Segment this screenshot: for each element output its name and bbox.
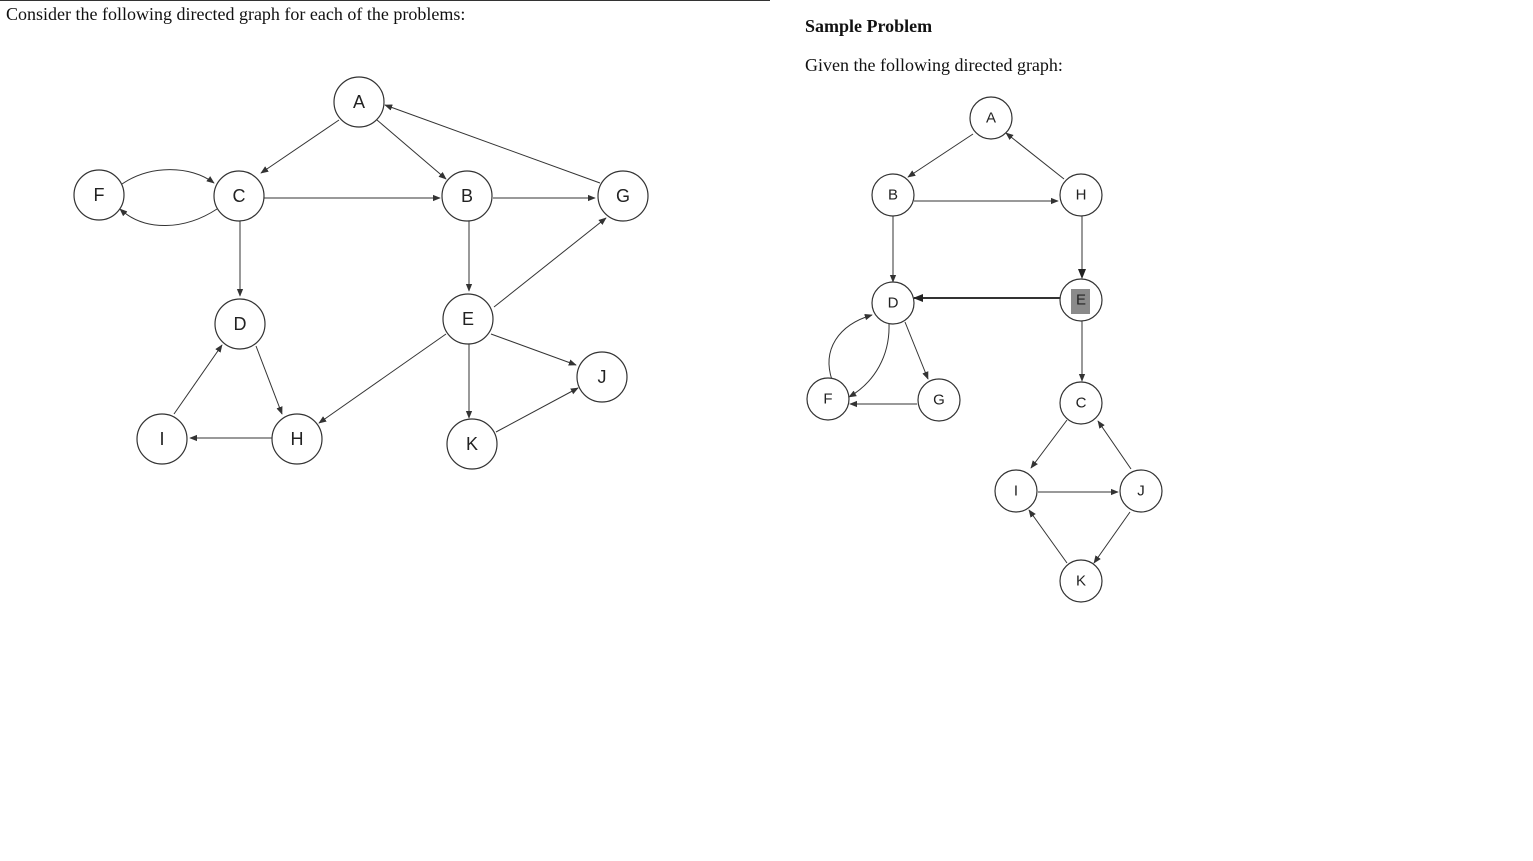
edge-j-c [1097,420,1132,470]
intro-text: Consider the following directed graph fo… [6,4,466,24]
highlight-box [1071,289,1090,314]
edge-d-g [904,321,929,380]
top-rule [0,0,770,1]
node-h-label: H [291,429,304,449]
sample-problem-intro: Given the following directed graph: [805,55,1063,75]
edge-k-j [495,387,579,433]
sample-node-e-label: E [1076,292,1086,309]
sample-node-h: H [1059,173,1103,217]
right-graph: A B H D E F G C [806,96,1163,603]
node-e: E [442,293,494,345]
right-graph-edges [828,132,1132,564]
node-i-label: I [159,429,164,449]
node-a: A [333,76,385,128]
node-j: J [576,351,628,403]
sample-node-b: B [871,173,915,217]
node-j-label: J [598,367,607,387]
sample-node-c-label: C [1076,395,1087,412]
edge-k-i [1028,509,1068,564]
node-c-label: C [233,186,246,206]
edge-e-j [490,333,577,366]
node-b: B [441,170,493,222]
edge-d-h [255,345,283,415]
edge-d-f [848,323,890,398]
edge-h-a [1005,132,1065,180]
sample-node-k-label: K [1076,573,1086,590]
sample-node-h-label: H [1076,187,1087,204]
node-f-label: F [94,185,105,205]
sample-node-j: J [1119,469,1163,513]
sample-node-f: F [806,377,850,421]
edge-i-d [173,344,223,415]
sample-node-g: G [917,378,961,422]
node-d-label: D [234,314,247,334]
sample-node-a: A [969,96,1013,140]
node-f: F [73,169,125,221]
edge-a-b [907,133,974,178]
node-d: D [214,298,266,350]
sample-node-c: C [1059,381,1103,425]
node-g: G [597,170,649,222]
sample-node-g-label: G [933,392,945,409]
sample-node-e: E [1059,278,1103,322]
edge-f-c [121,169,215,185]
sample-node-d: D [871,281,915,325]
sample-node-j-label: J [1137,483,1145,500]
node-g-label: G [616,186,630,206]
node-h: H [271,413,323,465]
node-k: K [446,418,498,470]
sample-node-a-label: A [986,110,996,127]
node-c: C [213,170,265,222]
sample-node-f-label: F [823,391,832,408]
node-e-label: E [462,309,474,329]
sample-node-i: I [994,469,1038,513]
node-a-label: A [353,92,365,112]
node-b-label: B [461,186,473,206]
sample-node-k: K [1059,559,1103,603]
edge-g-a [384,104,601,184]
edge-e-h [318,333,447,424]
node-k-label: K [466,434,478,454]
edge-a-c [260,119,340,174]
left-graph-edges [119,104,607,442]
edge-j-k [1093,511,1131,564]
sample-node-d-label: D [888,295,899,312]
sample-node-b-label: B [888,187,898,204]
node-i: I [136,413,188,465]
edge-c-i [1030,419,1068,469]
left-graph: A B C D E F G H [73,76,649,470]
sample-problem-title: Sample Problem [805,16,933,36]
edge-f-d [828,313,873,381]
edge-e-g [493,217,607,308]
edge-c-f [119,208,218,226]
edge-a-b [376,119,447,180]
sample-node-i-label: I [1014,483,1018,500]
